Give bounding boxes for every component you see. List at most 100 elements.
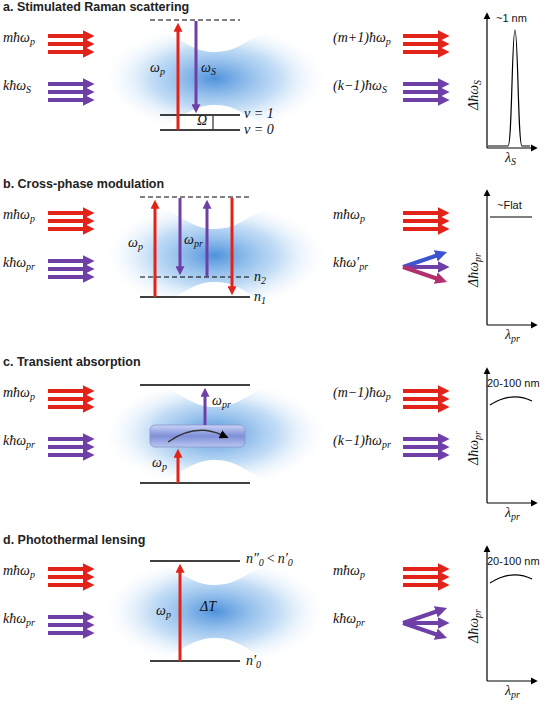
label-group: λpr xyxy=(505,327,520,342)
symbol-label: 20-100 nm xyxy=(487,377,540,389)
symbol-label: ν = 1 xyxy=(244,106,274,121)
label-group: ωp xyxy=(156,603,171,618)
subscript: p xyxy=(160,66,165,77)
label-group: ωpr xyxy=(212,393,231,408)
subscript: pr xyxy=(359,261,368,272)
subscript: pr xyxy=(356,617,365,628)
symbol-label: Ω xyxy=(197,113,207,128)
label-group: ωp xyxy=(152,455,167,470)
subscript: p xyxy=(138,241,143,252)
label-group: kħωpr xyxy=(3,255,35,270)
label-group: mħωp xyxy=(3,563,35,578)
symbol-label: kħω xyxy=(3,611,26,626)
label-group: kħωpr xyxy=(3,611,35,626)
label-group: n2 xyxy=(254,269,266,284)
symbol-label: (k−1)ħω xyxy=(333,78,382,93)
symbol-label: mħω xyxy=(3,385,30,400)
subscript: 0 xyxy=(256,659,261,670)
symbol-label: n xyxy=(254,289,261,304)
subscript: 0 xyxy=(288,557,293,568)
subscript: pr xyxy=(26,617,35,628)
symbol-label: Δħω xyxy=(466,440,481,465)
subscript: pr xyxy=(472,609,483,618)
label-group: (m+1)ħωp xyxy=(333,30,391,45)
label-group: ΔħωS xyxy=(466,80,481,110)
subscript: S xyxy=(211,66,216,77)
subscript: pr xyxy=(222,399,231,410)
panel-title: b. Cross-phase modulation xyxy=(3,178,164,192)
subscript: S xyxy=(472,80,483,85)
label-group: n′0 xyxy=(246,653,261,668)
panel-title: a. Stimulated Raman scattering xyxy=(3,1,189,15)
symbol-label: (m−1)ħω xyxy=(333,385,386,400)
label-group: n1 xyxy=(254,289,266,304)
subscript: p xyxy=(30,36,35,47)
subscript: S xyxy=(511,156,516,167)
subscript: 2 xyxy=(261,275,266,286)
symbol-label: n′ xyxy=(246,653,256,668)
symbol-label: ω xyxy=(152,455,162,470)
symbol-label: ω xyxy=(156,603,166,618)
subscript: pr xyxy=(511,689,520,700)
label-group: ωp xyxy=(150,60,165,75)
subscript: pr xyxy=(26,261,35,272)
subscript: p xyxy=(360,213,365,224)
symbol-label: ΔT xyxy=(200,599,216,614)
panel-d-art xyxy=(48,551,532,681)
symbol-label: 20-100 nm xyxy=(487,555,540,567)
subscript: p xyxy=(30,213,35,224)
symbol-label: ω xyxy=(128,235,138,250)
label-group: ν = 0 xyxy=(244,122,274,137)
label-group: (k−1)ħωpr xyxy=(333,433,391,448)
panel-title: d. Photothermal lensing xyxy=(3,534,145,548)
symbol-label: λ xyxy=(505,505,511,520)
symbol-label: ω xyxy=(150,60,160,75)
symbol-label: ~Flat xyxy=(497,199,522,211)
subscript: 0 xyxy=(259,557,264,568)
symbol-label: Δħω xyxy=(466,262,481,287)
symbol-label: mħω xyxy=(333,563,360,578)
subscript: p xyxy=(166,609,171,620)
symbol-label: λ xyxy=(505,683,511,698)
label-group: mħωp xyxy=(333,563,365,578)
symbol-label: mħω xyxy=(3,207,30,222)
label-group: mħωp xyxy=(3,385,35,400)
label-group: Δħωpr xyxy=(466,253,481,287)
label-group: kħωS xyxy=(3,78,31,93)
symbol-label: mħω xyxy=(3,563,30,578)
subscript: pr xyxy=(26,439,35,450)
subscript: pr xyxy=(472,431,483,440)
relation-sign: < xyxy=(264,551,278,566)
symbol-label: (m+1)ħω xyxy=(333,30,386,45)
label-group: ωpr xyxy=(184,232,203,247)
symbol-label: λ xyxy=(505,327,511,342)
panel-title: b. Cross-phase modulation xyxy=(3,178,164,192)
label-group: ~Flat xyxy=(497,199,522,211)
label-group: (m−1)ħωp xyxy=(333,385,391,400)
label-group: kħω′pr xyxy=(333,255,368,270)
symbol-label: λ xyxy=(505,150,511,165)
panel-b-art xyxy=(48,195,532,325)
label-group: λpr xyxy=(505,505,520,520)
subscript: p xyxy=(386,36,391,47)
symbol-label: kħω xyxy=(333,611,356,626)
subscript: S xyxy=(382,84,387,95)
subscript: S xyxy=(26,84,31,95)
subscript: pr xyxy=(382,439,391,450)
label-group: (k−1)ħωS xyxy=(333,78,387,93)
symbol-label: kħω xyxy=(3,255,26,270)
subscript: p xyxy=(360,569,365,580)
label-group: kħωpr xyxy=(333,611,365,626)
subscript: p xyxy=(30,569,35,580)
panel-title: d. Photothermal lensing xyxy=(3,534,145,548)
label-group: ωp xyxy=(128,235,143,250)
symbol-label: ω xyxy=(201,60,211,75)
label-group: kħωpr xyxy=(3,433,35,448)
label-group: ωS xyxy=(201,60,216,75)
panel-c-art xyxy=(48,373,532,503)
subscript: pr xyxy=(511,511,520,522)
label-group: mħωp xyxy=(3,207,35,222)
label-group: 20-100 nm xyxy=(487,377,540,389)
symbol-label: ν = 0 xyxy=(244,122,274,137)
symbol-label: (k−1)ħω xyxy=(333,433,382,448)
